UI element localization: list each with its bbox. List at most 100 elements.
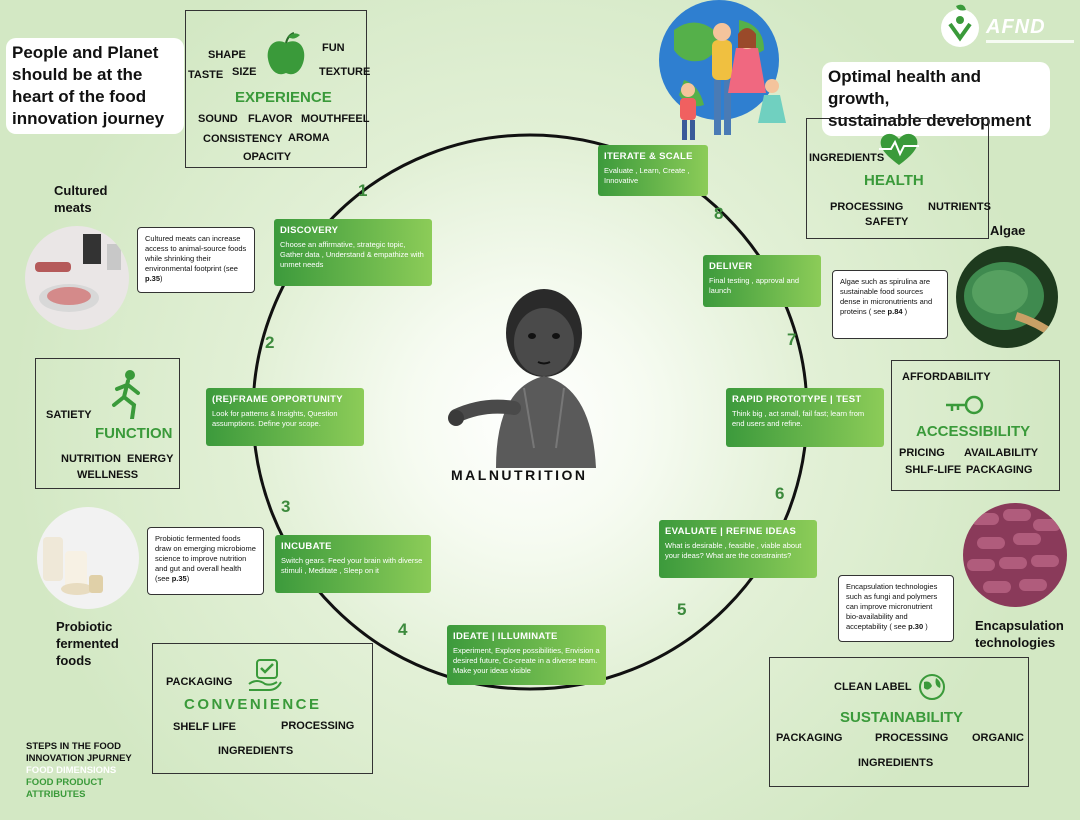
example-caption-probiotic: Probiotic fermented foods <box>56 619 119 668</box>
step-desc: Evaluate , Learn, Create , Innovative <box>604 166 690 185</box>
attr-fun: FUN <box>322 42 345 54</box>
attr-processing: PROCESSING <box>830 201 904 213</box>
attr-clean-label: CLEAN LABEL <box>834 681 912 693</box>
attr-satiety: SATIETY <box>46 409 92 421</box>
step-desc: Choose an affirmative, strategic topic, … <box>280 240 424 269</box>
attr-ingredients: INGREDIENTS <box>809 152 885 164</box>
attr-safety: SAFETY <box>865 216 909 228</box>
attr-packaging: PACKAGING <box>966 464 1033 476</box>
step-title: RAPID PROTOTYPE | TEST <box>732 394 862 405</box>
example-caption-algae: Algae <box>990 223 1026 238</box>
attr-aroma: AROMA <box>288 132 330 144</box>
attr-processing: PROCESSING <box>281 720 355 732</box>
step-title: DISCOVERY <box>280 225 339 236</box>
step-number-2: 2 <box>265 333 275 352</box>
experience-title: EXPERIENCE <box>235 89 332 106</box>
legend: STEPS IN THE FOOD INNOVATION JPURNEY FOO… <box>26 741 151 801</box>
step-title: ITERATE & SCALE <box>604 151 693 162</box>
health-title: HEALTH <box>864 172 924 189</box>
step-title: IDEATE | ILLUMINATE <box>453 631 558 642</box>
step-number-6: 6 <box>775 484 785 503</box>
attr-flavor: FLAVOR <box>248 113 293 125</box>
step-number-7: 7 <box>787 330 797 349</box>
logo-icon <box>941 4 979 47</box>
convenience-title: CONVENIENCE <box>184 696 322 713</box>
step-deliver: DELIVER Final testing , approval and lau… <box>703 255 821 307</box>
step-number-4: 4 <box>398 620 408 639</box>
right-callout: Optimal health and growth, sustainable d… <box>822 62 1050 136</box>
globe-family-illustration <box>659 0 786 140</box>
function-dimension: SATIETY FUNCTION NUTRITION ENERGY WELLNE… <box>35 358 180 489</box>
step-number-3: 3 <box>281 497 291 516</box>
step-ideate-illuminate: IDEATE | ILLUMINATE Experiment, Explore … <box>447 625 606 685</box>
step-incubate: INCUBATE Switch gears. Feed your brain w… <box>275 535 431 593</box>
convenience-dimension: PACKAGING CONVENIENCE SHELF LIFE PROCESS… <box>152 643 373 774</box>
example-caption-cultured-meats: Cultured meats <box>54 183 108 215</box>
heart-pulse-icon <box>879 133 919 165</box>
step-title: (RE)FRAME OPPORTUNITY <box>212 394 343 405</box>
step-desc: Switch gears. Feed your brain with diver… <box>281 556 423 575</box>
legend-attributes: FOOD PRODUCT ATTRIBUTES <box>26 777 104 800</box>
attr-shape: SHAPE <box>208 49 246 61</box>
attr-opacity: OPACITY <box>243 151 292 163</box>
example-caption-encapsulation: Encapsulation technologies <box>975 618 1064 650</box>
attr-ingredients: INGREDIENTS <box>218 745 294 757</box>
apple-icon <box>267 32 305 75</box>
attr-packaging: PACKAGING <box>166 676 233 688</box>
step-number-1: 1 <box>358 181 368 200</box>
attr-energy: ENERGY <box>127 453 174 465</box>
cultured-meats-photo <box>25 226 129 330</box>
health-dimension: INGREDIENTS HEALTH PROCESSING NUTRIENTS … <box>806 118 991 239</box>
step-number-8: 8 <box>714 204 724 223</box>
step-reframe-opportunity: (RE)FRAME OPPORTUNITY Look for patterns … <box>206 388 364 446</box>
logo-underline <box>986 40 1074 43</box>
step-title: EVALUATE | REFINE IDEAS <box>665 526 797 537</box>
legend-steps: STEPS IN THE FOOD INNOVATION JPURNEY <box>26 741 132 764</box>
step-desc: What is desirable , feasible , viable ab… <box>665 541 802 560</box>
attr-nutrients: NUTRIENTS <box>928 201 991 213</box>
step-iterate-scale: ITERATE & SCALE Evaluate , Learn, Create… <box>598 145 708 196</box>
attr-mouthfeel: MOUTHFEEL <box>301 113 370 125</box>
step-evaluate-refine: EVALUATE | REFINE IDEAS What is desirabl… <box>659 520 817 578</box>
globe-leaf-icon <box>919 674 945 700</box>
runner-icon <box>112 370 140 419</box>
attr-shlf-life: SHLF-LIFE <box>905 464 962 476</box>
attr-nutrition: NUTRITION <box>61 453 121 465</box>
step-desc: Experiment, Explore possibilities, Envis… <box>453 646 600 675</box>
attr-availability: AVAILABILITY <box>964 447 1039 459</box>
attr-packaging: PACKAGING <box>776 732 843 744</box>
left-callout: People and Planet should be at the heart… <box>6 38 184 134</box>
experience-dimension: SHAPE FUN TASTE SIZE TEXTURE EXPERIENCE … <box>185 10 370 168</box>
sustainability-title: SUSTAINABILITY <box>840 709 964 726</box>
attr-consistency: CONSISTENCY <box>203 133 283 145</box>
sustainability-dimension: CLEAN LABEL SUSTAINABILITY PACKAGING PRO… <box>769 657 1029 787</box>
attr-processing: PROCESSING <box>875 732 949 744</box>
attr-taste: TASTE <box>188 69 224 81</box>
accessibility-title: ACCESSIBILITY <box>916 423 1031 440</box>
attr-shelf-life: SHELF LIFE <box>173 721 236 733</box>
step-desc: Look for patterns & Insights, Question a… <box>212 409 338 428</box>
encapsulation-photo <box>963 503 1067 607</box>
step-desc: Final testing , approval and launch <box>709 276 800 295</box>
legend-dimensions: FOOD DIMENSIONS <box>26 765 117 776</box>
hand-check-icon <box>248 659 282 691</box>
attr-sound: SOUND <box>198 113 238 125</box>
accessibility-dimension: AFFORDABILITY ACCESSIBILITY PRICING AVAI… <box>891 360 1060 491</box>
logo-text: AFND <box>986 16 1046 38</box>
attr-affordability: AFFORDABILITY <box>902 371 991 383</box>
attr-pricing: PRICING <box>899 447 945 459</box>
function-title: FUNCTION <box>95 425 173 442</box>
step-title: INCUBATE <box>281 541 332 552</box>
attr-organic: ORGANIC <box>972 732 1024 744</box>
note-cultured-meats: Cultured meats can increase access to an… <box>137 227 255 293</box>
attr-wellness: WELLNESS <box>77 469 139 481</box>
child-photo <box>448 289 596 468</box>
step-number-5: 5 <box>677 600 687 619</box>
step-rapid-prototype: RAPID PROTOTYPE | TEST Think big , act s… <box>726 388 884 447</box>
probiotic-foods-photo <box>37 507 139 609</box>
step-title: DELIVER <box>709 261 753 272</box>
step-discovery: DISCOVERY Choose an affirmative, strateg… <box>274 219 432 286</box>
note-probiotic: Probiotic fermented foods draw on emergi… <box>147 527 264 595</box>
step-desc: Think big , act small, fail fast; learn … <box>732 409 865 428</box>
note-algae: Algae such as spirulina are sustainable … <box>832 270 948 339</box>
